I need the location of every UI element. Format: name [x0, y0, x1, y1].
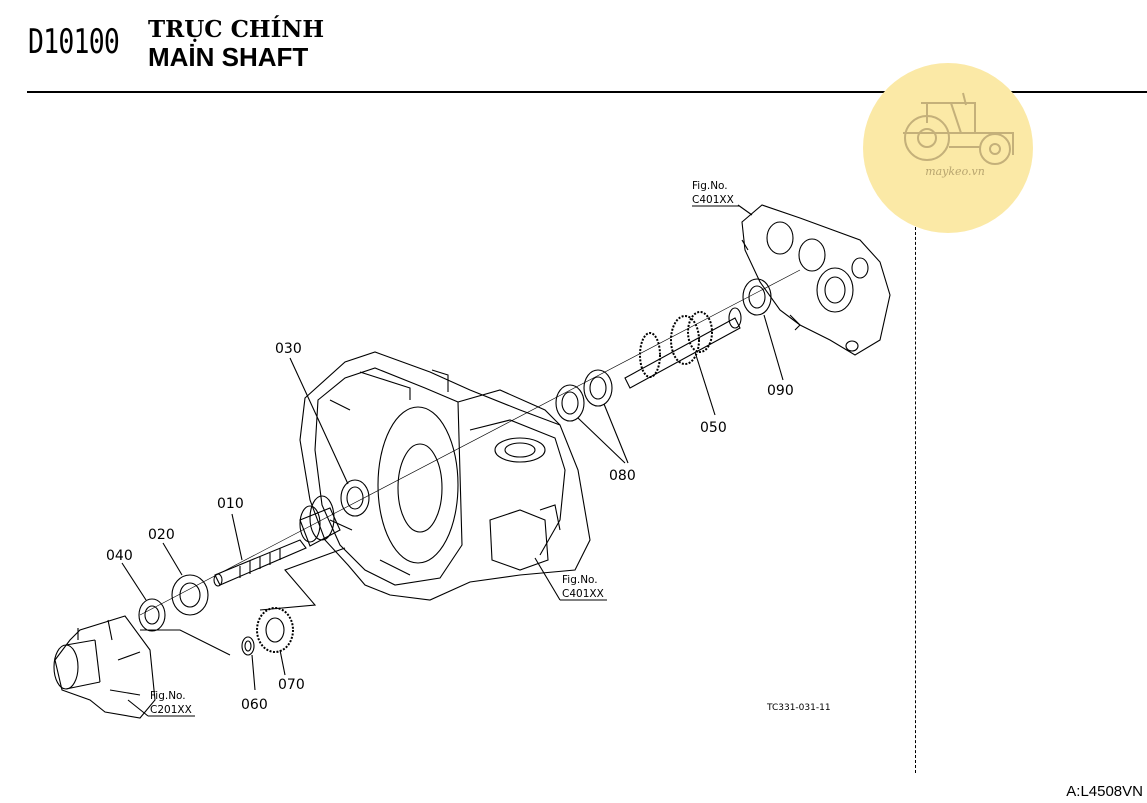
figref-b-code: C401XX — [562, 588, 604, 600]
snap-ring-060 — [241, 636, 255, 656]
figref-a-label: Fig.No. — [692, 180, 728, 192]
seal-040 — [138, 598, 166, 632]
label-030: 030 — [275, 341, 302, 357]
gear-070 — [256, 607, 294, 653]
title-english: MAİN SHAFT — [148, 42, 309, 72]
title-vietnamese: TRỤC CHÍNH — [148, 16, 325, 43]
section-code: D10100 — [28, 22, 120, 62]
label-050: 050 — [700, 420, 727, 436]
bearing-090 — [742, 278, 772, 316]
bearings-080 — [555, 369, 613, 422]
label-010: 010 — [217, 496, 244, 512]
main-shaft — [213, 495, 341, 587]
transmission-case — [299, 351, 591, 601]
tractor-icon: maykeo.vn — [903, 92, 1014, 178]
dashed-divider — [915, 217, 916, 773]
bearing-020 — [171, 574, 209, 616]
counter-shaft-050 — [624, 307, 742, 389]
figref-c-label: Fig.No. — [150, 690, 186, 702]
drawing-reference: TC331-031-11 — [767, 703, 831, 713]
figref-c-code: C201XX — [150, 704, 192, 716]
header-rule — [27, 91, 1147, 93]
front-cover-housing — [53, 615, 156, 719]
label-020: 020 — [148, 527, 175, 543]
watermark-logo: maykeo.vn — [863, 63, 1033, 233]
bearing-030 — [340, 479, 370, 517]
label-060: 060 — [241, 697, 268, 713]
catalog-code: A:L4508VN — [1066, 783, 1143, 800]
label-070: 070 — [278, 677, 305, 693]
label-090: 090 — [767, 383, 794, 399]
rear-housing — [741, 204, 891, 356]
figref-a-code: C401XX — [692, 194, 734, 206]
label-080: 080 — [609, 468, 636, 484]
label-040: 040 — [106, 548, 133, 564]
logo-text: maykeo.vn — [925, 165, 985, 178]
figref-b-label: Fig.No. — [562, 574, 598, 586]
